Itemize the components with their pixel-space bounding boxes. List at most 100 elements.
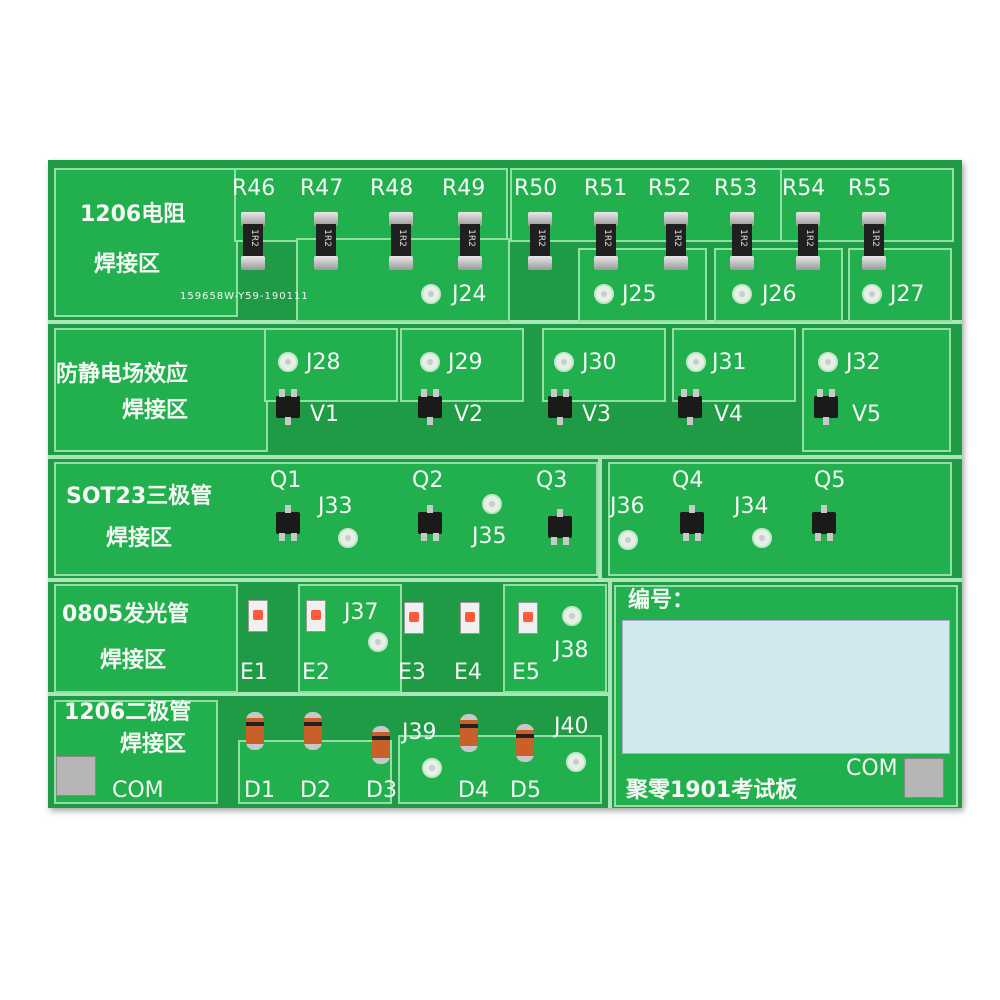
test-hole	[368, 632, 388, 652]
label-e1: E1	[240, 660, 268, 685]
label-d4: D4	[458, 778, 489, 803]
com-label-right: COM	[846, 756, 898, 781]
label-j36: J36	[610, 494, 645, 519]
diode	[516, 724, 534, 762]
transistor-chip	[276, 505, 300, 541]
resistor: 1R2	[458, 212, 482, 270]
zone-led-sub: 焊接区	[100, 648, 167, 673]
resistor-marking: 1R2	[601, 229, 612, 247]
zone-fet-title: 防静电场效应	[56, 362, 189, 387]
zone-sot23-title: SOT23三极管	[66, 484, 213, 509]
label-e3: E3	[398, 660, 426, 685]
label-r51: R51	[584, 176, 628, 201]
label-q5: Q5	[814, 468, 846, 493]
label-e5: E5	[512, 660, 540, 685]
test-hole	[732, 284, 752, 304]
zone-r1206-sub: 焊接区	[94, 252, 161, 277]
resistor-marking: 1R2	[321, 229, 332, 247]
label-e4: E4	[454, 660, 482, 685]
resistor-marking: 1R2	[248, 229, 259, 247]
label-j35: J35	[472, 524, 507, 549]
com-pad-left	[56, 756, 96, 796]
label-j26: J26	[762, 282, 797, 307]
resistor: 1R2	[594, 212, 618, 270]
zone-diode-title: 1206二极管	[64, 700, 192, 725]
led	[404, 602, 424, 634]
label-d3: D3	[366, 778, 397, 803]
pad-area	[398, 735, 602, 804]
test-hole	[554, 352, 574, 372]
pad-area	[802, 328, 951, 452]
resistor: 1R2	[528, 212, 552, 270]
fet-chip	[276, 389, 300, 425]
label-j32: J32	[846, 350, 881, 375]
label-d5: D5	[510, 778, 541, 803]
test-hole	[562, 606, 582, 626]
zone-divider-v1	[598, 458, 602, 578]
label-j31: J31	[712, 350, 747, 375]
led	[518, 602, 538, 634]
fet-chip	[418, 389, 442, 425]
label-j39: J39	[402, 720, 437, 745]
pad-area	[54, 584, 238, 693]
resistor-marking: 1R2	[396, 229, 407, 247]
label-d1: D1	[244, 778, 275, 803]
pad-area	[608, 462, 952, 576]
label-q3: Q3	[536, 468, 568, 493]
label-d2: D2	[300, 778, 331, 803]
label-r52: R52	[648, 176, 692, 201]
test-hole	[566, 752, 586, 772]
zone-divider-2	[48, 455, 962, 459]
label-j38: J38	[554, 638, 589, 663]
label-j34: J34	[734, 494, 769, 519]
test-hole	[420, 352, 440, 372]
diode	[246, 712, 264, 750]
zone-divider-3	[48, 578, 962, 582]
label-j25: J25	[622, 282, 657, 307]
com-label-left: COM	[112, 778, 164, 803]
transistor-chip	[680, 505, 704, 541]
resistor: 1R2	[664, 212, 688, 270]
test-hole	[752, 528, 772, 548]
label-j28: J28	[306, 350, 341, 375]
fet-chip	[814, 389, 838, 425]
pcb-board: 1206电阻 焊接区 159658W-Y59-190111 R46 R47 R4…	[48, 160, 962, 808]
label-r55: R55	[848, 176, 892, 201]
label-e2: E2	[302, 660, 330, 685]
label-r47: R47	[300, 176, 344, 201]
resistor-marking: 1R2	[535, 229, 546, 247]
test-hole	[594, 284, 614, 304]
label-j24: J24	[452, 282, 487, 307]
test-hole	[482, 494, 502, 514]
label-j37: J37	[344, 600, 379, 625]
transistor-chip	[418, 505, 442, 541]
led	[460, 602, 480, 634]
test-hole	[338, 528, 358, 548]
diode	[304, 712, 322, 750]
test-hole	[818, 352, 838, 372]
com-pad-right	[904, 758, 944, 798]
label-r53: R53	[714, 176, 758, 201]
pad-area	[54, 700, 218, 804]
pad-area	[672, 328, 796, 402]
label-r48: R48	[370, 176, 414, 201]
pad-area	[54, 328, 268, 452]
zone-led-title: 0805发光管	[62, 602, 190, 627]
label-v5: V5	[852, 402, 882, 427]
resistor-marking: 1R2	[671, 229, 682, 247]
board-code: 159658W-Y59-190111	[180, 291, 309, 302]
diode	[460, 714, 478, 752]
zone-divider-1	[48, 320, 962, 324]
resistor: 1R2	[796, 212, 820, 270]
label-r54: R54	[782, 176, 826, 201]
resistor: 1R2	[730, 212, 754, 270]
label-r49: R49	[442, 176, 486, 201]
test-hole	[278, 352, 298, 372]
label-v4: V4	[714, 402, 744, 427]
transistor-chip	[812, 505, 836, 541]
resistor-marking: 1R2	[869, 229, 880, 247]
diode	[372, 726, 390, 764]
label-q2: Q2	[412, 468, 444, 493]
resistor: 1R2	[314, 212, 338, 270]
label-j27: J27	[890, 282, 925, 307]
